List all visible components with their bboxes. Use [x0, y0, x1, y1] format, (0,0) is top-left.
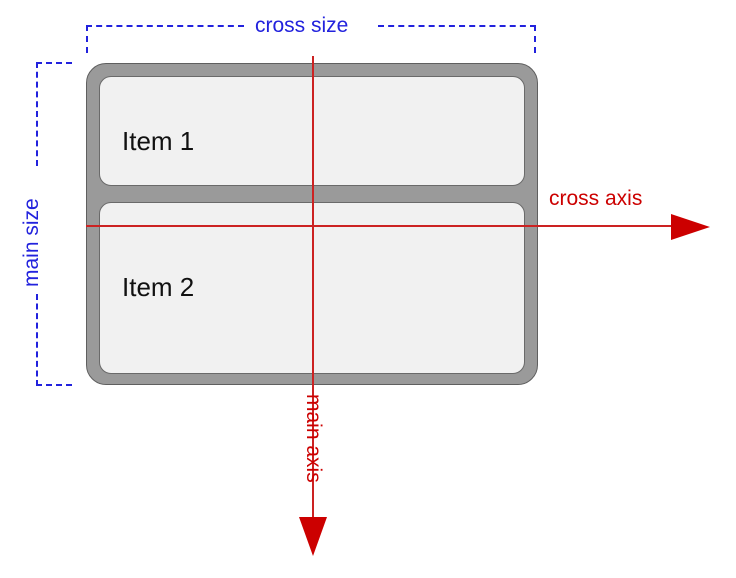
main-size-label: main size [20, 198, 43, 287]
cross-size-right-tick [534, 25, 536, 53]
cross-size-bar-right [378, 25, 536, 27]
main-size-top-tick [36, 62, 72, 64]
main-size-bar-bottom [36, 294, 38, 386]
main-axis-arrow-icon [299, 517, 327, 556]
main-axis-line [312, 56, 314, 522]
main-axis-label: main axis [302, 394, 325, 483]
cross-size-left-tick [86, 25, 88, 53]
main-size-bar-top [36, 62, 38, 166]
flex-item-1-label: Item 1 [122, 126, 195, 156]
main-size-bottom-tick [36, 384, 72, 386]
cross-axis-label: cross axis [549, 187, 643, 210]
cross-size-bar-left [86, 25, 244, 27]
flex-item-2-label: Item 2 [122, 272, 195, 302]
cross-axis-arrow-icon [671, 214, 710, 240]
cross-size-label: cross size [255, 14, 349, 37]
cross-axis-line [86, 225, 676, 227]
